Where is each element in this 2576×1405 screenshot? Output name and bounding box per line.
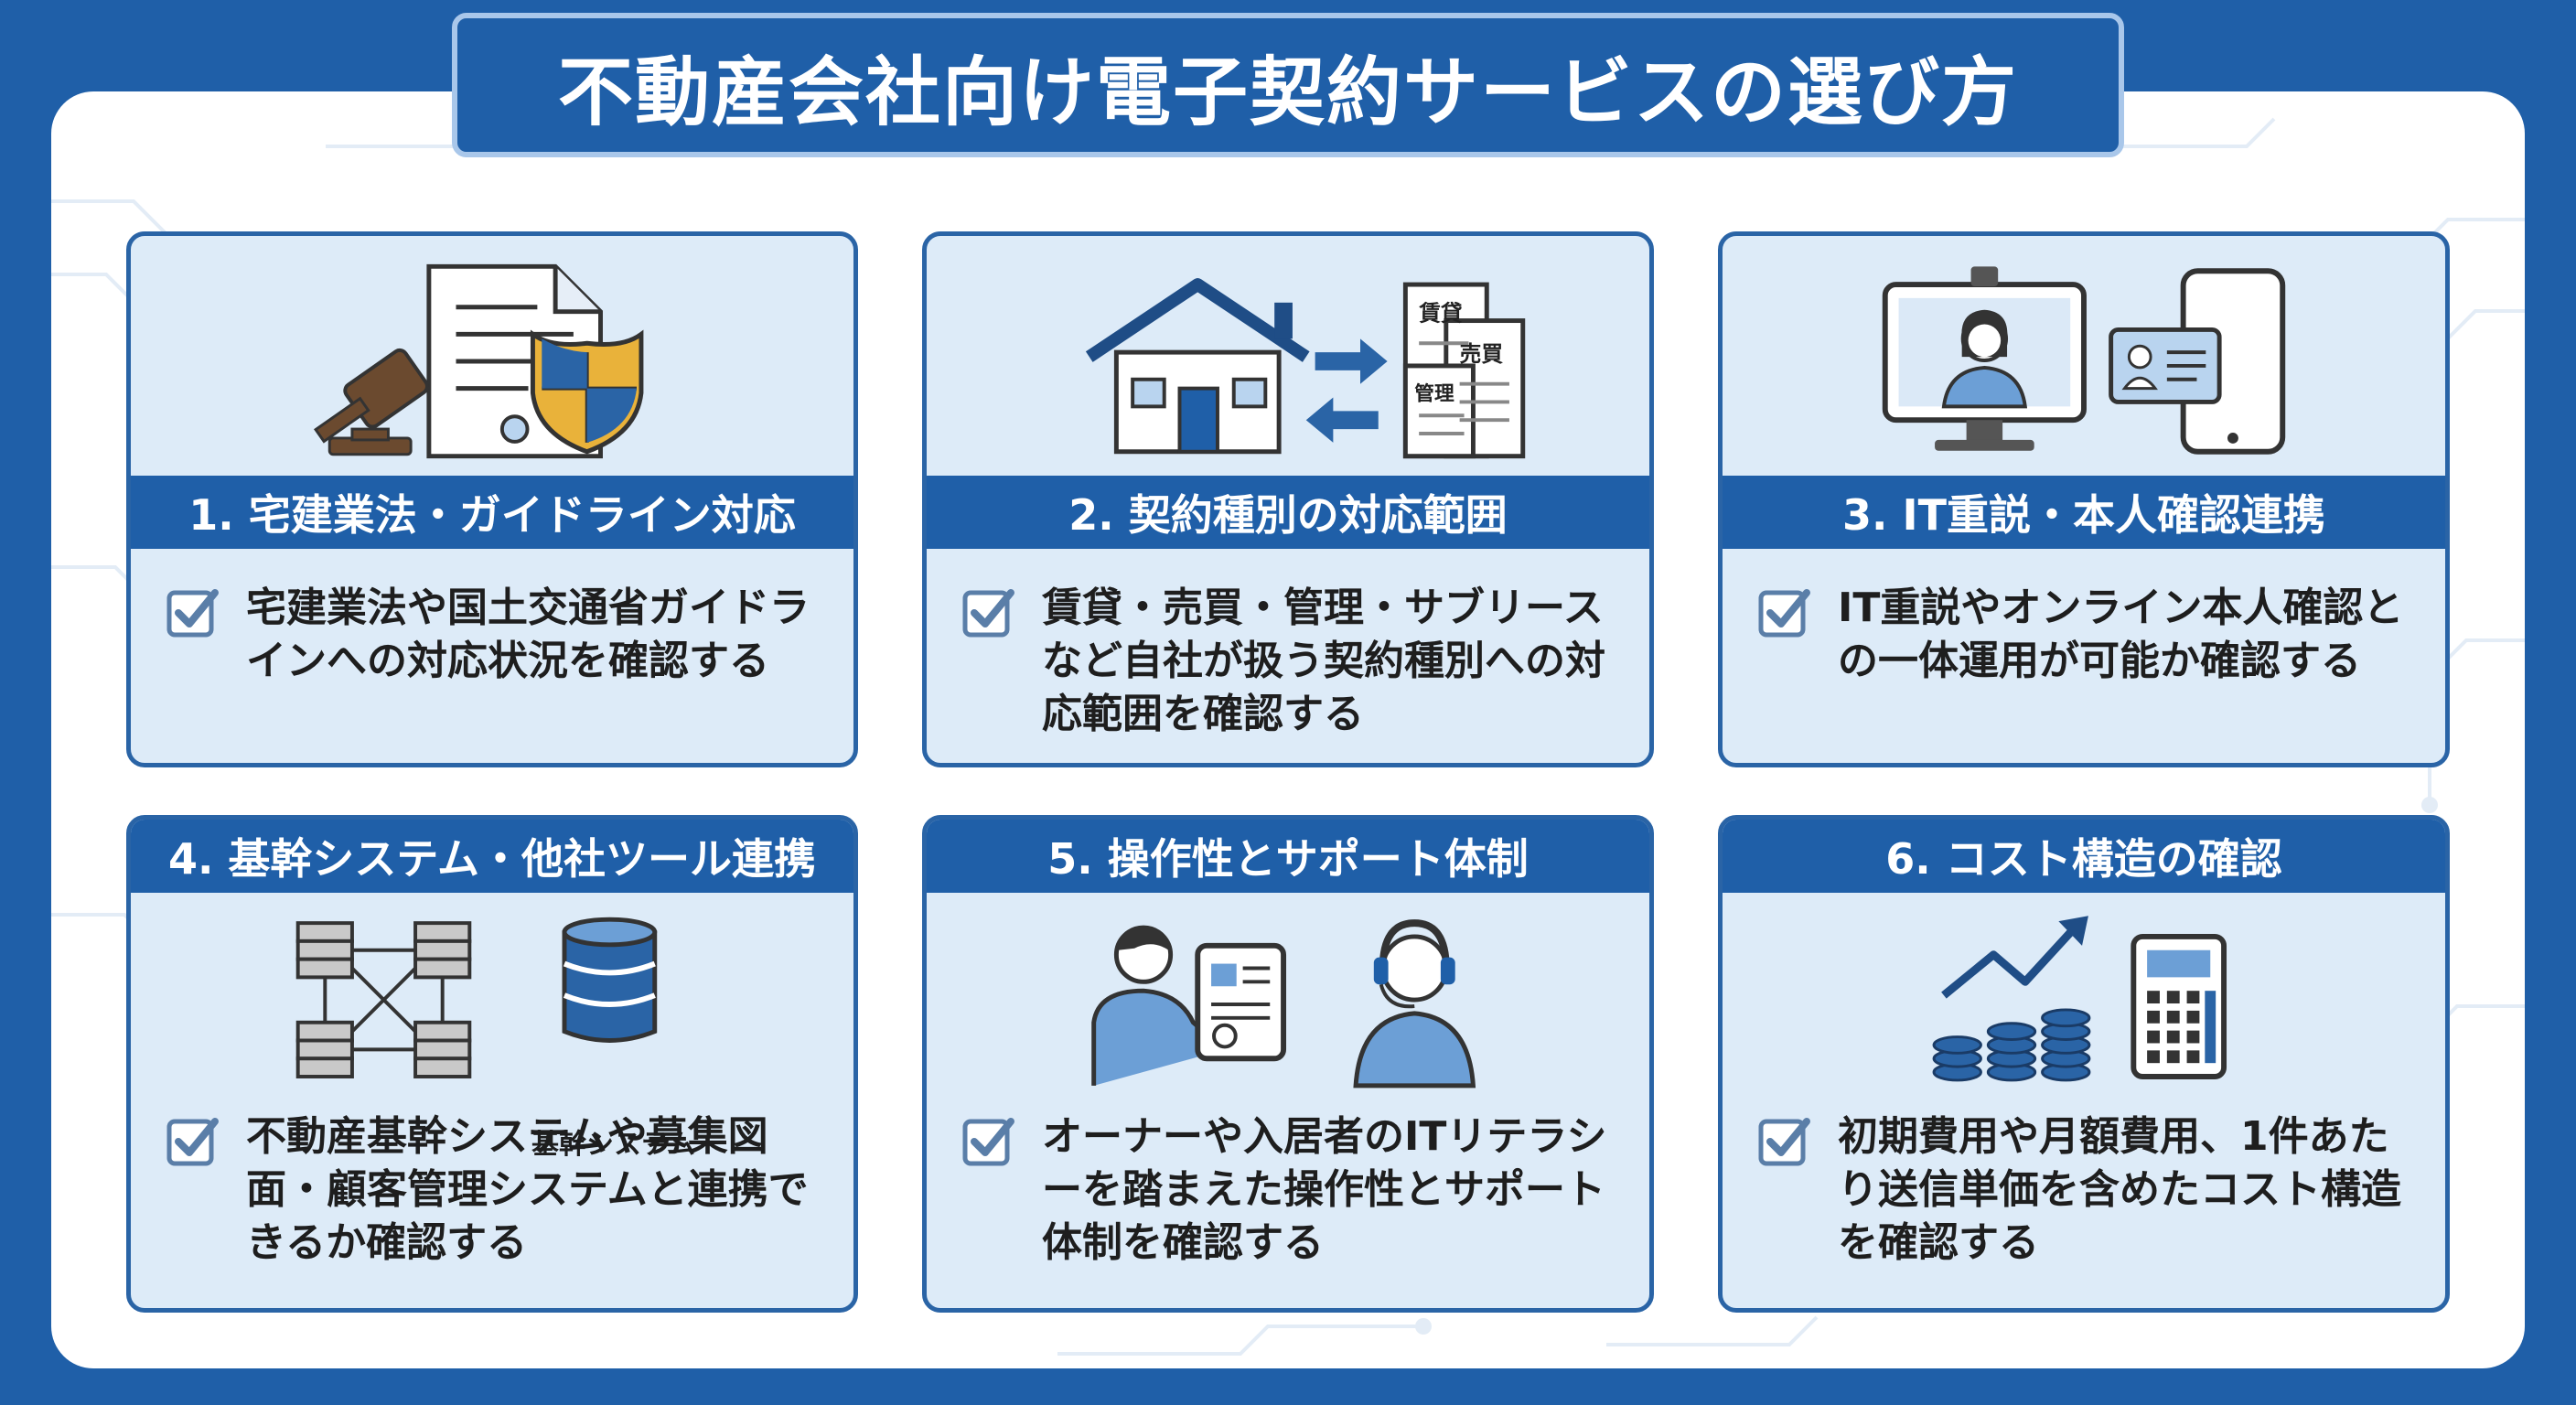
checkbox-checked-icon — [960, 584, 1018, 642]
card-heading: 1. 宅建業法・ガイドライン対応 — [131, 476, 853, 549]
card-legal-compliance: 1. 宅建業法・ガイドライン対応 宅建業法や国土交通省ガイドラインへの対応状況を… — [126, 231, 858, 767]
card-system-integration: 4. 基幹システム・他社ツール連携 基幹システム 不動産基幹システムや募集図面・… — [126, 815, 858, 1313]
checkbox-checked-icon — [960, 1112, 1018, 1171]
monitor-id-card-icon — [1723, 256, 2445, 467]
card-heading: 3. IT重説・本人確認連携 — [1723, 476, 2445, 549]
card-heading: 4. 基幹システム・他社ツール連携 — [131, 820, 853, 893]
system-label: 基幹システム — [531, 1129, 696, 1161]
card-cost-structure: 6. コスト構造の確認 初期費用や月額費用、1件あたり送信単価を含めたコスト構造… — [1718, 815, 2450, 1313]
doc-label-rent: 賃貸 — [1418, 301, 1463, 327]
document-gavel-shield-icon — [131, 256, 853, 467]
coins-chart-calculator-icon — [1723, 904, 2445, 1105]
checkbox-checked-icon — [1755, 1112, 1814, 1171]
doc-label-sale: 売買 — [1460, 341, 1504, 367]
card-heading: 2. 契約種別の対応範囲 — [927, 476, 1649, 549]
page-title: 不動産会社向け電子契約サービスの選び方 — [452, 13, 2124, 157]
checkbox-checked-icon — [164, 1112, 222, 1171]
checkbox-checked-icon — [1755, 584, 1814, 642]
card-text: 宅建業法や国土交通省ガイドラインへの対応状況を確認する — [246, 585, 810, 684]
user-tablet-headset-icon — [927, 904, 1649, 1105]
checkbox-checked-icon — [164, 584, 222, 642]
card-it-explanation: 3. IT重説・本人確認連携 IT重説やオンライン本人確認との一体運用が可能か確… — [1718, 231, 2450, 767]
card-item: 宅建業法や国土交通省ガイドラインへの対応状況を確認する — [164, 582, 826, 688]
card-item: IT重説やオンライン本人確認との一体運用が可能か確認する — [1755, 582, 2418, 688]
card-item: オーナーや入居者のITリテラシーを踏まえた操作性とサポート体制を確認する — [960, 1110, 1622, 1270]
card-item: 不動産基幹システムや募集図面・顧客管理システムと連携できるか確認する — [164, 1110, 826, 1270]
card-text: IT重説やオンライン本人確認との一体運用が可能か確認する — [1838, 585, 2404, 684]
card-heading: 5. 操作性とサポート体制 — [927, 820, 1649, 893]
card-item: 賃貸・売買・管理・サブリースなど自社が扱う契約種別への対応範囲を確認する — [960, 582, 1622, 741]
card-text: 不動産基幹システムや募集図面・顧客管理システムと連携できるか確認する — [246, 1113, 809, 1266]
card-text: オーナーや入居者のITリテラシーを踏まえた操作性とサポート体制を確認する — [1042, 1113, 1607, 1266]
card-item: 初期費用や月額費用、1件あたり送信単価を含めたコスト構造を確認する — [1755, 1110, 2418, 1270]
card-text: 初期費用や月額費用、1件あたり送信単価を含めたコスト構造を確認する — [1838, 1113, 2401, 1266]
server-database-icon: 基幹システム — [131, 904, 853, 1161]
card-usability-support: 5. 操作性とサポート体制 オーナーや入居者のITリテラシーを踏まえた操作性とサ… — [922, 815, 1654, 1313]
doc-label-manage: 管理 — [1414, 381, 1454, 405]
card-heading: 6. コスト構造の確認 — [1723, 820, 2445, 893]
card-text: 賃貸・売買・管理・サブリースなど自社が扱う契約種別への対応範囲を確認する — [1042, 585, 1605, 737]
card-contract-types: 賃貸 売買 管理 2. 契約種別の対応範囲 賃貸・売買・管理・サブリースなど自社… — [922, 231, 1654, 767]
house-contracts-icon: 賃貸 売買 管理 — [927, 256, 1649, 467]
